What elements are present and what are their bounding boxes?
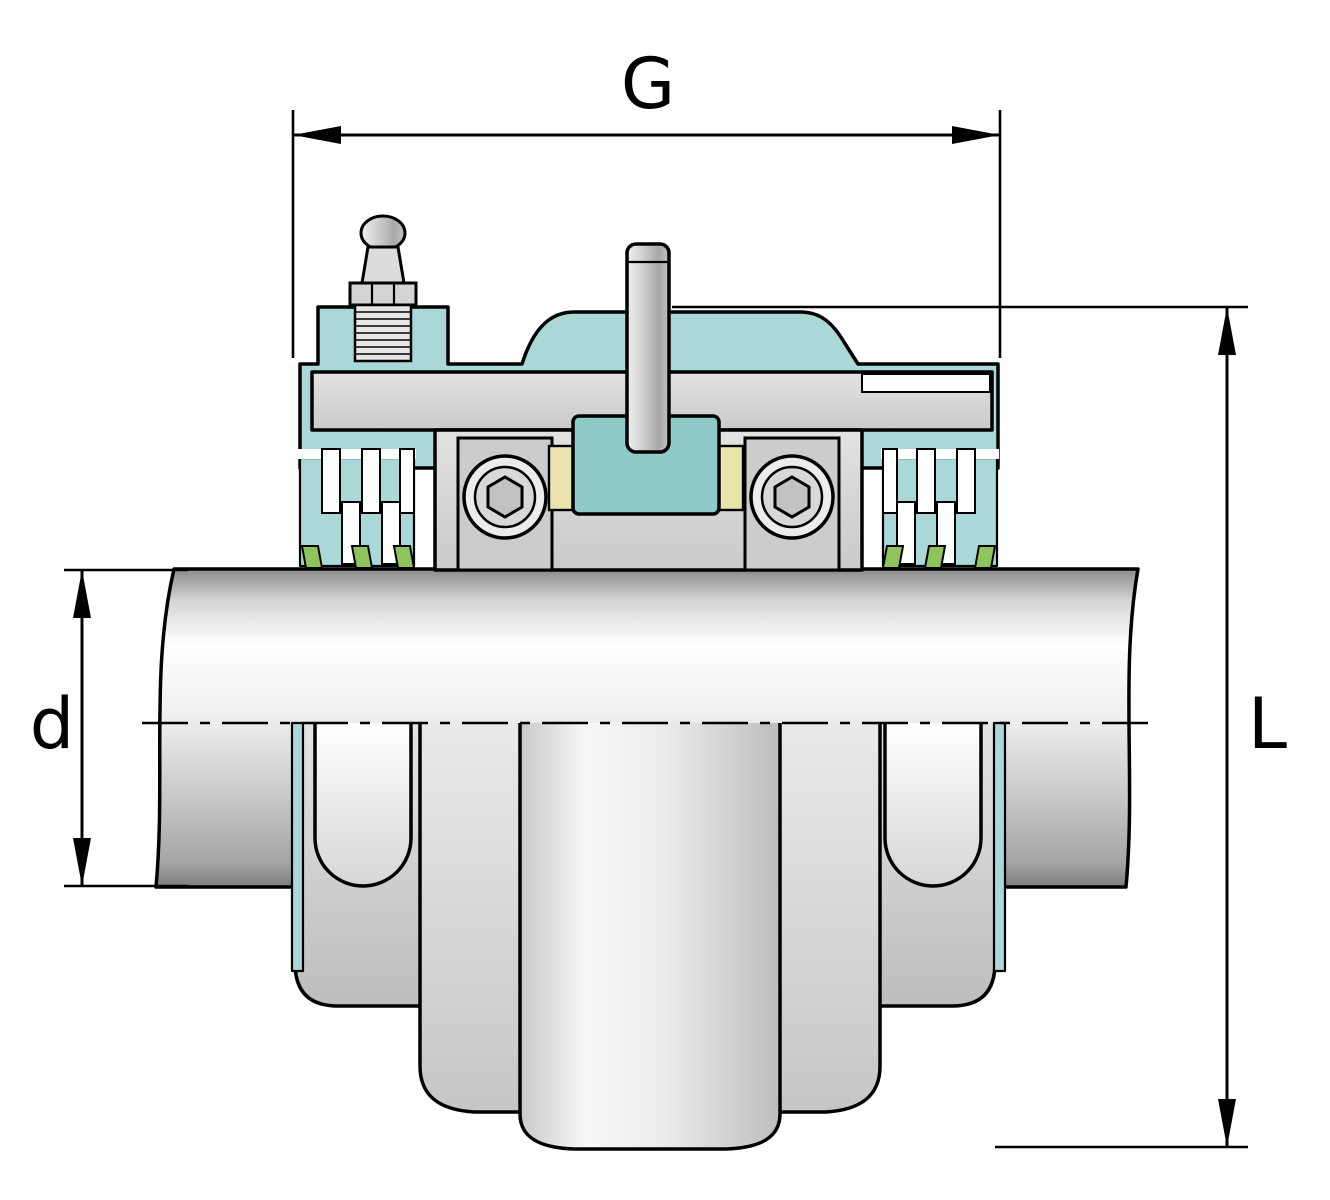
- center-column-fill: [520, 723, 780, 1149]
- seal-ring: [392, 545, 416, 569]
- left-lower-seal-strip: [290, 721, 305, 973]
- threaded-stud: [625, 242, 671, 454]
- cap-right-step: [861, 373, 991, 393]
- l-arrow-top: [1218, 307, 1236, 355]
- stud-body: [625, 242, 671, 454]
- seal-ring: [350, 545, 374, 569]
- right-lower-seal-strip: [992, 721, 1007, 973]
- right-bore-arch: [883, 723, 983, 888]
- hex-facet-lines: [370, 284, 396, 304]
- dimension-d: d: [30, 568, 188, 888]
- grease-nipple-hex: [348, 281, 418, 307]
- center-pin-block: [547, 414, 745, 516]
- grease-nipple-neck: [360, 245, 406, 285]
- dimension-label-g: G: [621, 43, 675, 125]
- grease-fitting: [348, 214, 418, 363]
- dimension-label-l: L: [1248, 683, 1287, 765]
- left-cap-screw: [456, 436, 554, 572]
- left-labyrinth-seal: [298, 448, 416, 569]
- left-bore-arch: [313, 723, 413, 888]
- d-arrow-top: [73, 570, 91, 618]
- seal-ring: [300, 545, 324, 569]
- grease-nipple-ball: [359, 214, 407, 252]
- dimension-g: G: [291, 43, 1002, 358]
- l-arrow-bottom: [1218, 1099, 1236, 1147]
- d-arrow-bottom: [73, 838, 91, 886]
- dimension-label-d: d: [30, 683, 74, 765]
- center-column-outline: [518, 723, 782, 1151]
- labyrinth-slot: [361, 448, 381, 514]
- thread-lines: [356, 311, 410, 355]
- labyrinth-gap: [298, 449, 416, 459]
- right-labyrinth-seal: [879, 447, 1001, 570]
- g-arrow-right: [952, 126, 1000, 144]
- labyrinth-slot: [399, 448, 415, 514]
- right-cap-screw: [743, 436, 841, 572]
- g-arrow-left: [293, 126, 341, 144]
- labyrinth-slot: [321, 448, 341, 514]
- dimension-l: L: [672, 305, 1287, 1149]
- lower-housing: [290, 721, 1007, 1151]
- hex-socket: [486, 475, 524, 519]
